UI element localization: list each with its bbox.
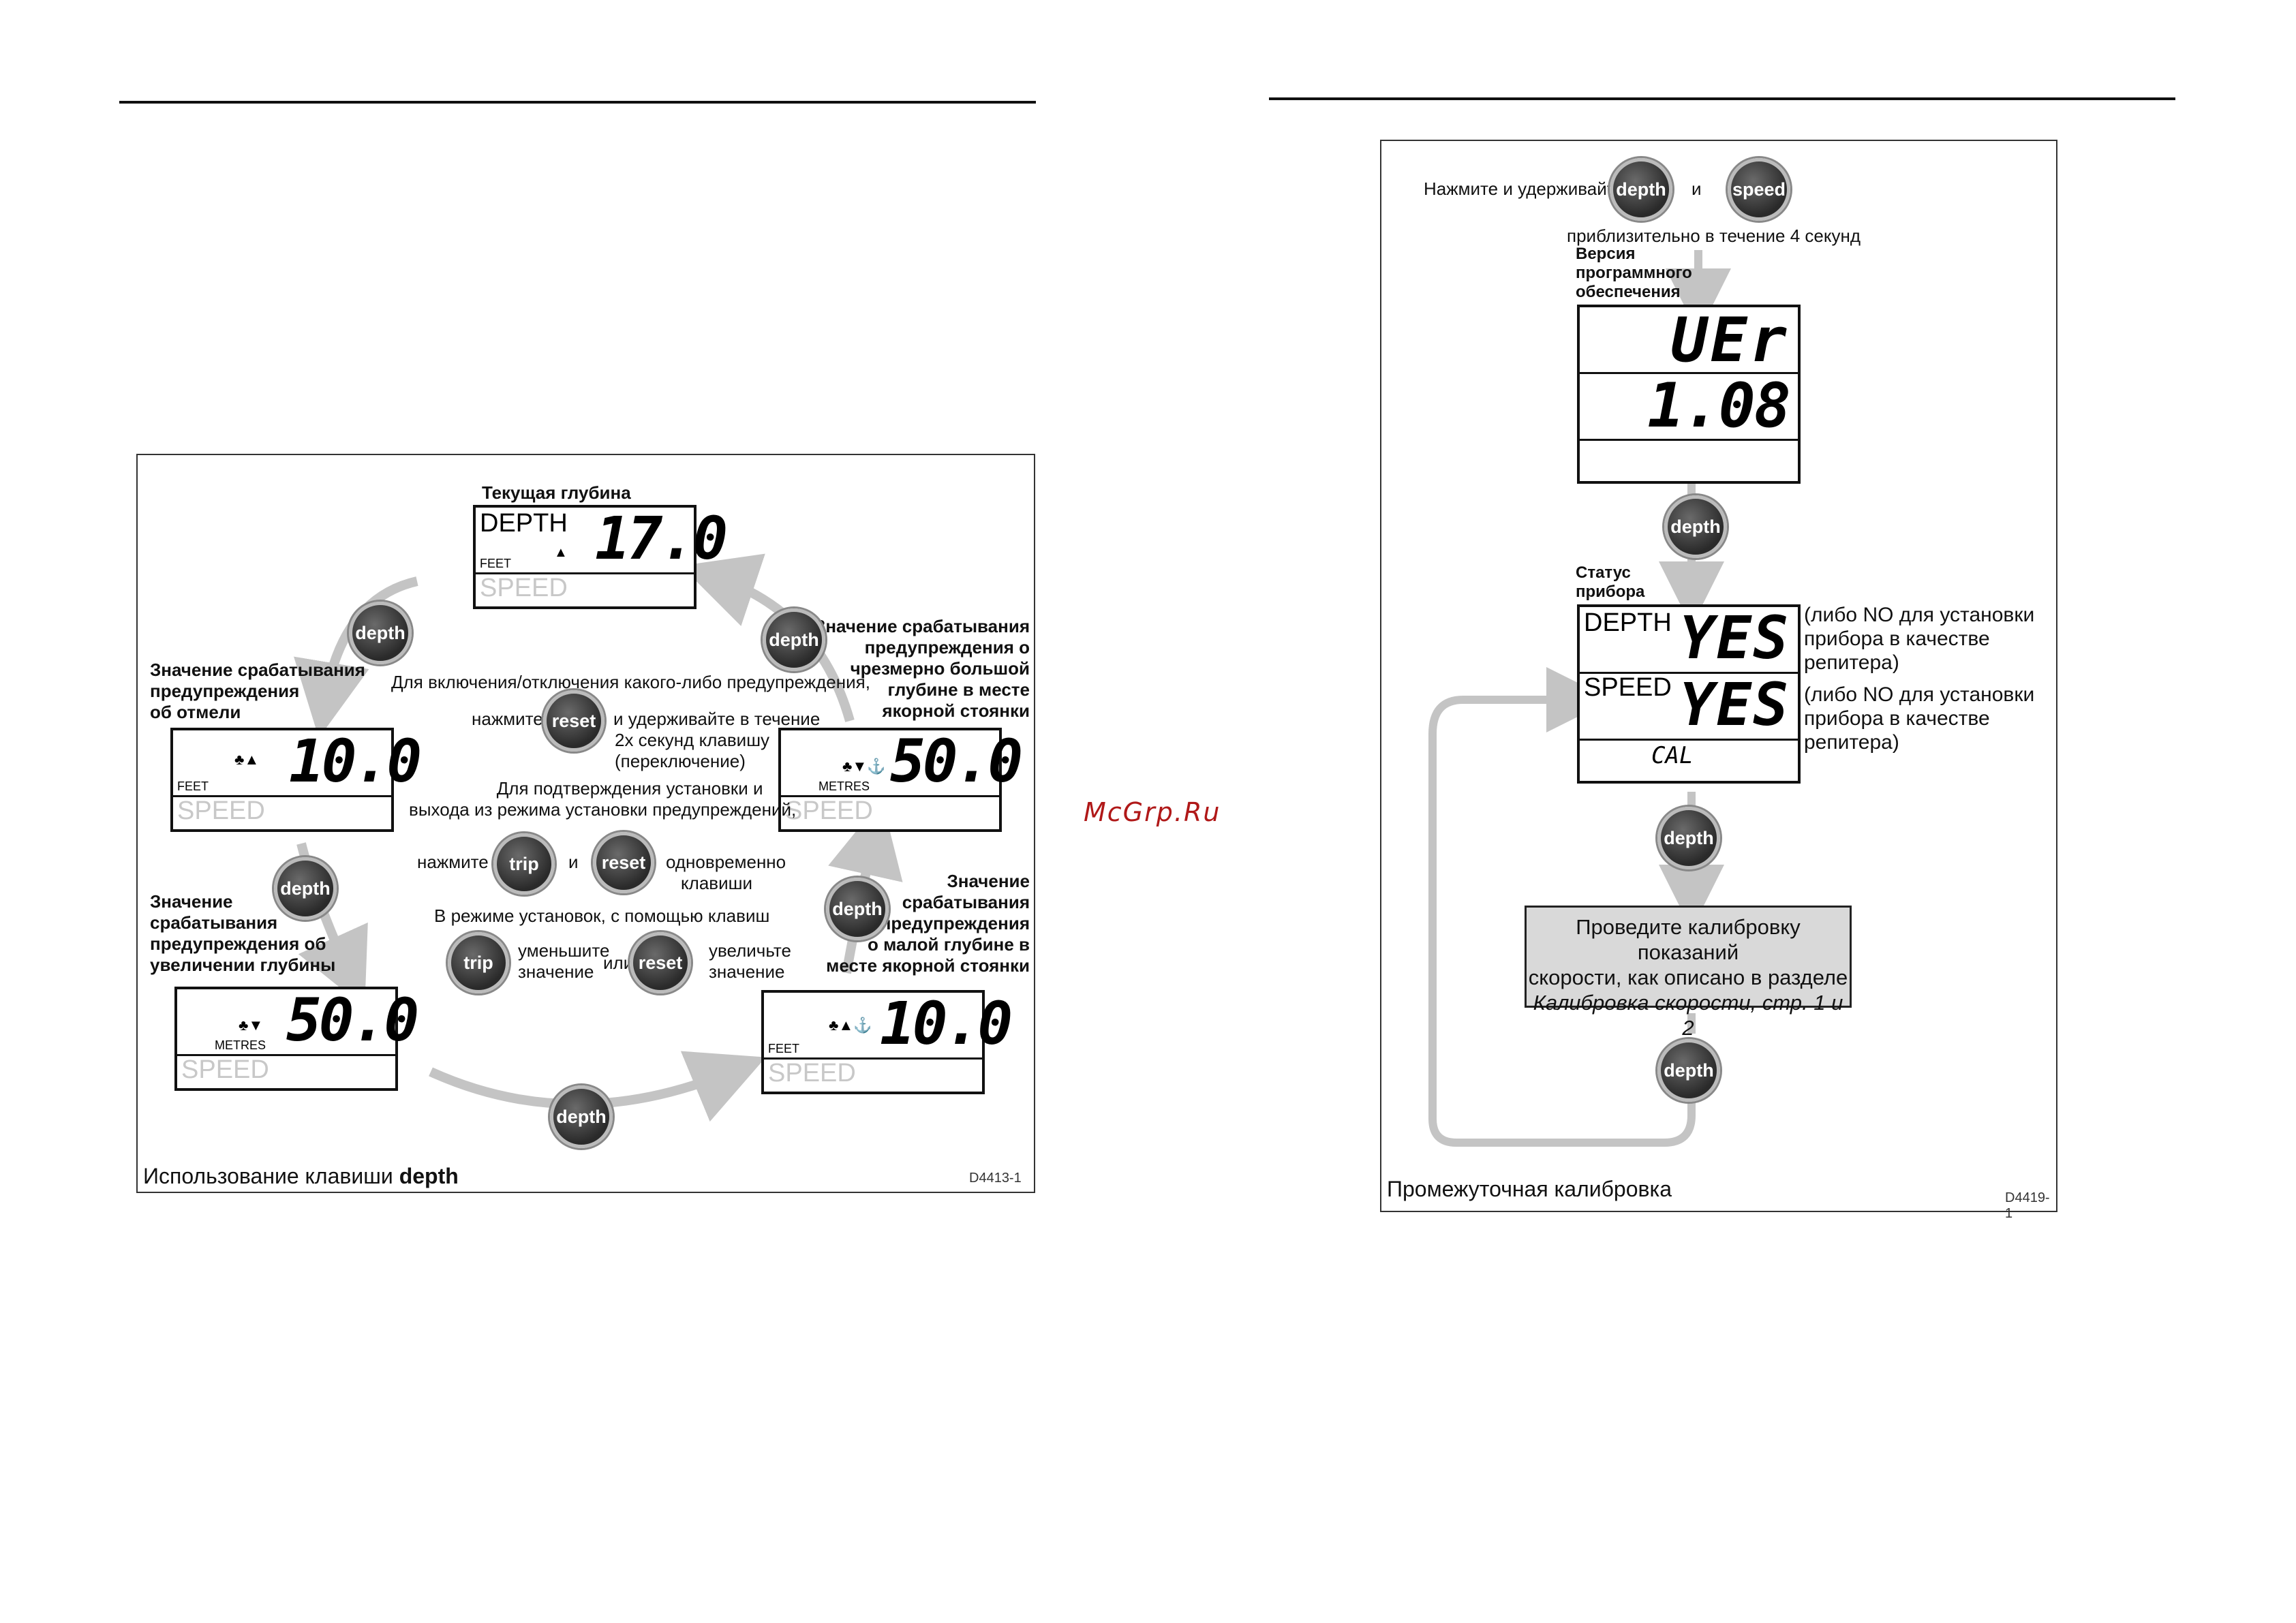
lcd-value: 17.0	[595, 505, 728, 573]
press-label-2: нажмите	[417, 852, 489, 872]
depth-button[interactable]: depth	[1657, 1039, 1720, 1102]
reset-button[interactable]: reset	[593, 832, 654, 893]
speed-calibration-instruction-box: Проведите калибровку показаний скорости,…	[1525, 906, 1852, 1040]
lcd-unit: FEET	[177, 779, 209, 793]
depth-key-figure: Текущая глубина DEPTH FEET ▲ 17.0 SPEED …	[136, 454, 1035, 1193]
intermediate-calibration-figure: Нажмите и удерживайте depth и speed приб…	[1380, 140, 2057, 1221]
lcd-deep-alarm: METRES ♣▼ 50.0 SPEED	[174, 987, 419, 1091]
watermark: McGrp.Ru	[1084, 797, 1221, 827]
depth-button[interactable]: depth	[1664, 495, 1727, 558]
lcd-value: 50.0	[890, 728, 1023, 796]
lcd-anchor-shallow-alarm: FEET ♣▲⚓ 10.0 SPEED	[761, 990, 1013, 1094]
lcd-shallow-alarm: FEET ♣▲ 10.0 SPEED	[170, 728, 422, 832]
lcd-depth-value: YES	[1679, 604, 1790, 673]
lcd-speed-word: SPEED	[1584, 673, 1672, 702]
depth-button[interactable]: depth	[763, 608, 825, 671]
reset-button[interactable]: reset	[543, 690, 604, 752]
lcd-anchor-deep-alarm: METRES ♣▼⚓ 50.0 SPEED	[778, 728, 1023, 832]
lcd-current-depth: DEPTH FEET ▲ 17.0 SPEED	[473, 505, 728, 609]
lcd-value: 50.0	[286, 987, 419, 1055]
lcd-line2: 1.08	[1647, 370, 1791, 442]
depth-button[interactable]: depth	[1657, 807, 1720, 869]
lcd-speed-ghost: SPEED	[768, 1059, 856, 1087]
lcd-unit: FEET	[480, 557, 512, 570]
lcd-alarm-icons: ♣▼	[239, 1017, 264, 1034]
header-rule-right	[1269, 97, 2175, 100]
current-depth-label: Текущая глубина	[482, 482, 631, 503]
figure-caption: Использование клавиши depth	[143, 1164, 459, 1188]
lcd-alarm-icons: ♣▲	[234, 751, 260, 768]
lcd-speed-ghost: SPEED	[177, 797, 265, 825]
lcd-speed-ghost: SPEED	[785, 797, 873, 825]
trip-button[interactable]: trip	[493, 833, 555, 895]
lcd-cal: CAL	[1651, 742, 1694, 769]
press-label: нажмите	[472, 709, 543, 729]
figure-code: D4419-1	[2005, 1190, 2050, 1221]
lcd-software-version: UEr 1.08	[1577, 305, 1801, 484]
flow-arrows	[1428, 250, 1731, 1147]
speed-button[interactable]: speed	[1728, 158, 1790, 221]
depth-button[interactable]: depth	[550, 1085, 613, 1148]
lcd-unit: FEET	[768, 1042, 800, 1055]
press-hold-label: Нажмите и удерживайте	[1424, 179, 1625, 199]
figure-code: D4413-1	[969, 1171, 1022, 1186]
header-rule-left	[119, 101, 1036, 104]
lcd-unit: METRES	[215, 1038, 266, 1052]
confirm-instruction: Для подтверждения установки и выхода из …	[409, 778, 797, 820]
lcd-line1: UEr	[1670, 305, 1790, 376]
approx-duration: приблизительно в течение 4 секунд	[1567, 226, 1861, 246]
depth-button[interactable]: depth	[1610, 158, 1672, 221]
depth-button[interactable]: depth	[349, 602, 412, 664]
lcd-alarm-icons: ♣▲⚓	[829, 1017, 872, 1034]
lcd-alarm-icon: ▲	[554, 545, 568, 560]
lcd-depth-word: DEPTH	[1584, 608, 1672, 637]
lcd-value: 10.0	[289, 728, 422, 796]
hold-instruction: и удерживайте в течение 2х секунд клавиш…	[613, 709, 821, 771]
depth-button[interactable]: depth	[826, 878, 889, 940]
lcd-speed-ghost: SPEED	[480, 574, 568, 602]
toggle-instruction: Для включения/отключения какого-либо пре…	[391, 672, 870, 692]
and-label: и	[1692, 179, 1702, 199]
lcd-depth-word: DEPTH	[480, 509, 568, 538]
or-label: или	[603, 953, 634, 973]
lcd-speed-ghost: SPEED	[181, 1055, 269, 1084]
trip-button[interactable]: trip	[448, 932, 509, 993]
figure-caption: Промежуточная калибровка	[1387, 1177, 1672, 1201]
and-label: и	[568, 852, 579, 872]
depth-button[interactable]: depth	[274, 857, 337, 920]
lcd-speed-value: YES	[1679, 671, 1790, 739]
settings-mode-instruction: В режиме установок, с помощью клавиш	[434, 906, 770, 926]
lcd-device-status: DEPTH YES SPEED YES CAL	[1577, 604, 1801, 784]
reset-button[interactable]: reset	[630, 932, 691, 993]
lcd-alarm-icons: ♣▼⚓	[842, 758, 886, 775]
simultaneous-label: одновременно клавиши	[666, 852, 786, 893]
lcd-value: 10.0	[880, 990, 1013, 1058]
lcd-unit: METRES	[818, 779, 870, 793]
